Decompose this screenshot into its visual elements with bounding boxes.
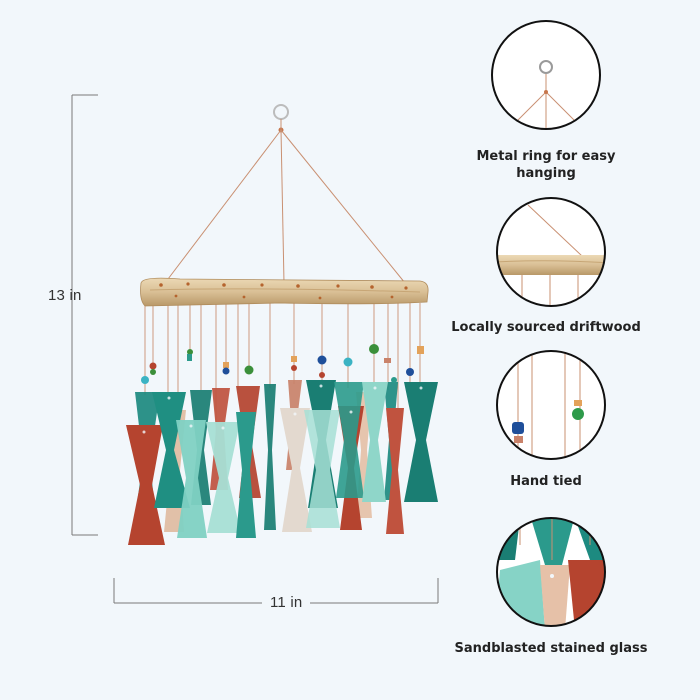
metal-ring [273, 104, 289, 120]
caption-stained-glass: Sandblasted stained glass [454, 641, 648, 656]
caption-metal-ring: Metal ring for easy hanging [476, 149, 616, 181]
glass-pieces-front [126, 380, 438, 545]
feature-circle-driftwood [496, 197, 606, 307]
glass-holes [142, 384, 423, 434]
wind-chime [126, 104, 438, 545]
feature-circle-glass [496, 517, 606, 627]
feature-circle-hand-tied [496, 350, 606, 460]
height-label: 13 in [48, 287, 82, 304]
caption-hand-tied: Hand tied [510, 474, 582, 489]
feature-circle-ring [491, 20, 601, 130]
caption-driftwood: Locally sourced driftwood [451, 320, 641, 335]
driftwood-branch [140, 277, 429, 307]
width-label: 11 in [262, 594, 311, 611]
hanging-strings [164, 119, 406, 284]
height-dimension-line [71, 94, 98, 536]
beads [141, 344, 424, 384]
